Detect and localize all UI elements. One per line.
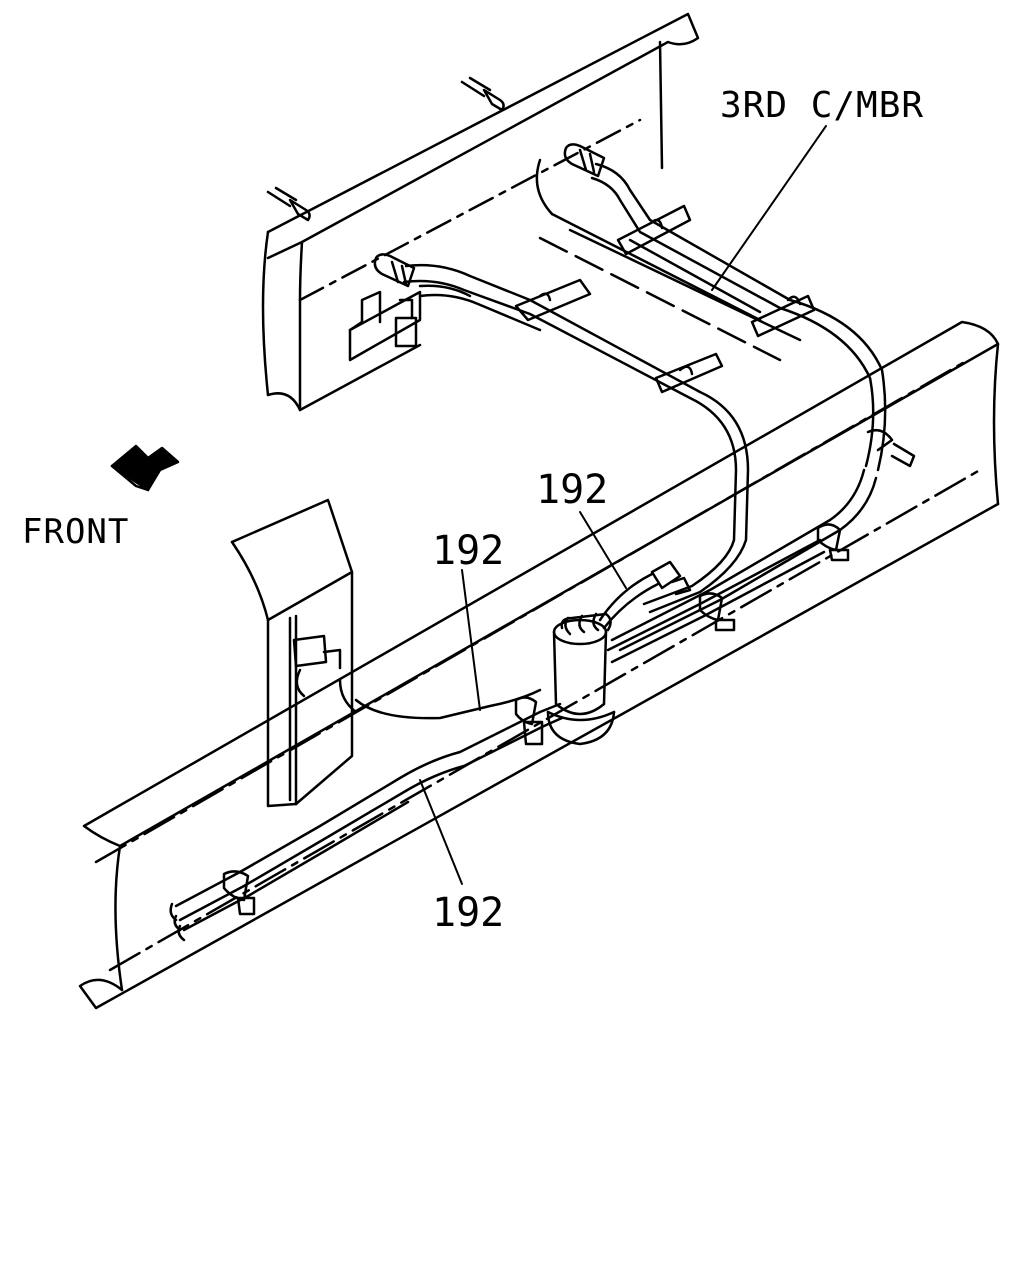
fuel-lines-lower bbox=[174, 538, 826, 932]
fuel-filter bbox=[546, 572, 660, 746]
callout-leaders bbox=[419, 125, 827, 885]
front-cross-member-post bbox=[230, 498, 354, 808]
part-callout-middle: 192 bbox=[432, 528, 505, 574]
inner-bracket-wall bbox=[535, 158, 802, 362]
member-label: 3RD C/MBR bbox=[720, 85, 925, 126]
part-callout-upper: 192 bbox=[536, 467, 609, 513]
tube-ends bbox=[169, 902, 186, 942]
third-cross-member bbox=[261, 12, 700, 412]
side-frame-rail bbox=[78, 320, 1000, 1010]
tube-clips-lower bbox=[222, 523, 850, 916]
bolt-group bbox=[266, 76, 505, 222]
tube-connectors bbox=[373, 143, 606, 348]
fuel-lines-upper bbox=[402, 162, 887, 652]
tube-clips-upper bbox=[514, 204, 916, 468]
front-direction-label: FRONT bbox=[22, 512, 130, 552]
part-callout-lower: 192 bbox=[432, 890, 505, 936]
front-arrow-icon bbox=[110, 444, 180, 492]
